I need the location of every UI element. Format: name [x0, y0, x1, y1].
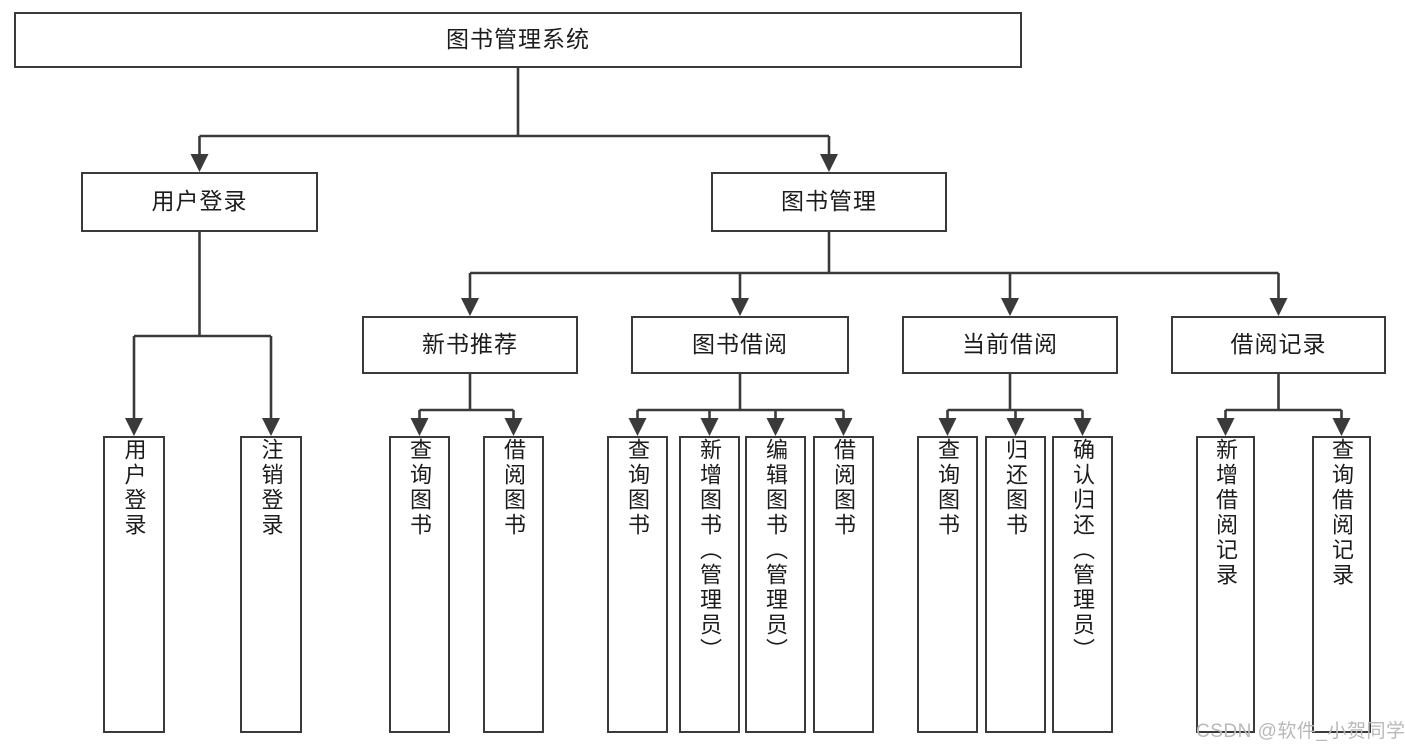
node-book-borrow[interactable]: 图书借阅 [631, 316, 849, 374]
node-label-leaf-user-logout: 注销登录 [258, 438, 284, 538]
node-label-book-borrow: 图书借阅 [692, 331, 788, 358]
node-label-l3c3: 确认归还（管理员） [1070, 438, 1096, 663]
node-label-l3b3: 编辑图书（管理员） [763, 438, 789, 663]
node-label-l3a2: 借阅图书 [501, 438, 527, 538]
node-label-l3b1: 查询图书 [625, 438, 651, 538]
node-label-leaf-user-login: 用户登录 [121, 438, 147, 538]
node-l3c3[interactable]: 确认归还（管理员） [1052, 436, 1113, 733]
node-label-root: 图书管理系统 [446, 26, 590, 53]
node-label-current-borrow: 当前借阅 [962, 331, 1058, 358]
node-label-l3c1: 查询图书 [935, 438, 961, 538]
node-current-borrow[interactable]: 当前借阅 [902, 316, 1118, 374]
node-l3d2[interactable]: 查询借阅记录 [1312, 436, 1371, 733]
node-leaf-user-login[interactable]: 用户登录 [103, 436, 165, 733]
node-l3c2[interactable]: 归还图书 [985, 436, 1046, 733]
node-borrow-record[interactable]: 借阅记录 [1171, 316, 1386, 374]
node-l3a1[interactable]: 查询图书 [389, 436, 450, 733]
node-l3d1[interactable]: 新增借阅记录 [1196, 436, 1255, 733]
node-l3b1[interactable]: 查询图书 [607, 436, 668, 733]
node-label-l3b2: 新增图书（管理员） [697, 438, 723, 663]
node-label-borrow-record: 借阅记录 [1230, 331, 1327, 358]
node-l3a2[interactable]: 借阅图书 [483, 436, 544, 733]
node-label-l3d1: 新增借阅记录 [1213, 438, 1239, 588]
node-root[interactable]: 图书管理系统 [14, 12, 1022, 68]
node-l3b2[interactable]: 新增图书（管理员） [679, 436, 740, 733]
node-user-login[interactable]: 用户登录 [81, 172, 318, 232]
node-label-l3b4: 借阅图书 [831, 438, 857, 538]
node-label-user-login: 用户登录 [151, 188, 248, 215]
node-book-manage[interactable]: 图书管理 [711, 172, 947, 232]
node-label-book-manage: 图书管理 [781, 188, 877, 215]
node-label-new-book-rec: 新书推荐 [422, 331, 518, 358]
node-label-l3c2: 归还图书 [1003, 438, 1029, 538]
node-label-l3d2: 查询借阅记录 [1329, 438, 1355, 588]
node-new-book-rec[interactable]: 新书推荐 [362, 316, 578, 374]
node-l3b3[interactable]: 编辑图书（管理员） [745, 436, 806, 733]
csdn-watermark: CSDN @软件_小贺同学 [1196, 721, 1405, 742]
node-l3b4[interactable]: 借阅图书 [813, 436, 874, 733]
node-leaf-user-logout[interactable]: 注销登录 [240, 436, 302, 733]
node-l3c1[interactable]: 查询图书 [917, 436, 978, 733]
node-label-l3a1: 查询图书 [407, 438, 433, 538]
